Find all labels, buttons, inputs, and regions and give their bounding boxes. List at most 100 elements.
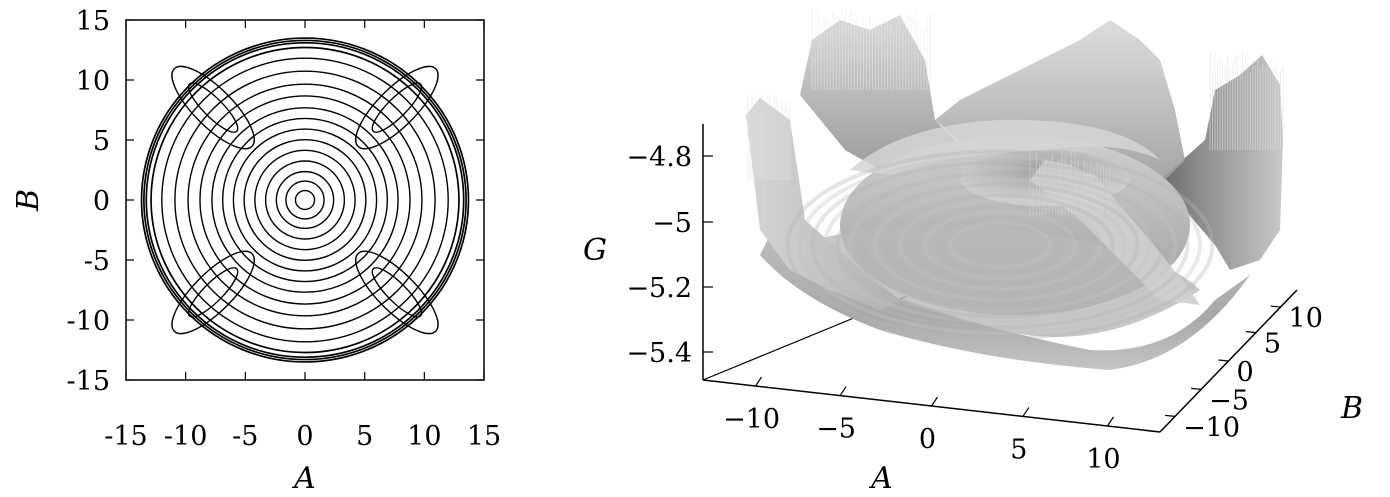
surface-z-axis-label: G — [583, 233, 607, 268]
contour-x-tick-label: -10 — [164, 421, 207, 452]
surface-x-tick-label: −10 — [723, 404, 780, 435]
surface-shading-band — [810, 160, 1190, 330]
surface-shading-band — [935, 215, 1065, 275]
surface-y-tick-mark — [1191, 387, 1202, 390]
contour-y-axis-label: B — [11, 189, 46, 212]
surface-y-tick-label: 5 — [1264, 329, 1281, 360]
contour-ring — [254, 149, 356, 251]
contour-x-tick-label: 10 — [407, 421, 441, 452]
surface-torus-top — [850, 119, 1160, 175]
contour-y-tick-label: 15 — [76, 6, 110, 37]
contour-ring — [275, 170, 335, 230]
surface-y-tick-label: 0 — [1237, 357, 1254, 388]
contour-ring — [221, 117, 389, 283]
surface-shading-band — [923, 210, 1077, 280]
surface-z-ticks: −4.8 −5 −5.2 −5.4 — [626, 142, 713, 369]
surface-x-tick-mark — [931, 396, 938, 407]
surface-x-tick-mark — [839, 386, 847, 396]
surface-x-tick-label: 5 — [1010, 434, 1027, 465]
contour-lobe — [187, 267, 239, 318]
contour-y-tick-label: 0 — [93, 186, 110, 217]
contour-ring — [199, 95, 411, 305]
surface-y-tick-label: −10 — [1183, 412, 1240, 443]
contour-ring — [211, 107, 399, 293]
surface-back-right-wall — [1160, 55, 1283, 270]
surface-x-axis-label: A — [868, 461, 893, 496]
surface-shading-band — [898, 199, 1102, 291]
surface-x-tick-mark — [1022, 407, 1030, 417]
surface-y-tick-mark — [1165, 414, 1176, 417]
surface-shading-band — [860, 182, 1140, 308]
contour-lobe — [355, 250, 439, 335]
contour-ring — [285, 180, 325, 220]
contour-y-ticks: 15 10 5 0 -5 -10 -15 — [67, 6, 484, 397]
surface-spike-texture — [747, 8, 1284, 215]
surface-shading-band — [785, 149, 1215, 341]
surface-y-tick-label: 10 — [1289, 303, 1323, 334]
contour-y-tick-label: -10 — [67, 306, 110, 337]
contour-lobe — [171, 65, 255, 150]
contour-y-tick-label: 5 — [93, 126, 110, 157]
contour-lobes — [171, 65, 439, 335]
contour-ring — [264, 160, 346, 240]
surface-x-tick-label: 0 — [919, 424, 936, 455]
contour-x-tick-label: 15 — [467, 421, 501, 452]
surface-front-basin — [760, 235, 1250, 370]
contour-y-tick-label: -5 — [84, 246, 110, 277]
surface-shading-band — [873, 188, 1127, 302]
surface-front-right-wall — [1030, 160, 1200, 305]
surface-shading-band — [835, 171, 1165, 319]
contour-lobe — [371, 267, 423, 318]
contour-ring — [294, 189, 316, 211]
surface-x-tick-label: 10 — [1086, 444, 1120, 475]
surface-y-ticks: −10−505 10 — [1165, 303, 1323, 443]
surface-x-tick-label: −5 — [816, 414, 856, 445]
surface-z-tick-label: −5 — [652, 208, 692, 239]
surface-shading-band — [848, 177, 1152, 313]
surface-y-tick-mark — [1218, 359, 1229, 362]
surface-shading-band — [823, 166, 1177, 324]
surface-shading-band — [798, 155, 1202, 335]
contour-lobe — [187, 82, 239, 133]
surface-shading-band — [885, 193, 1115, 297]
contour-x-tick-label: -5 — [232, 421, 258, 452]
contour-chart: -15 -10 -5 0 5 10 15 15 10 5 0 -5 -10 -15 A B — [11, 6, 501, 496]
contour-x-tick-label: -15 — [104, 421, 147, 452]
contour-lobe — [355, 65, 439, 150]
contour-rings — [140, 37, 470, 363]
contour-ring — [174, 70, 436, 330]
surface-y-axis-label: B — [1340, 391, 1363, 426]
contour-lobe — [371, 82, 423, 133]
contour-ring — [232, 128, 378, 272]
surface-z-tick-label: −4.8 — [626, 142, 692, 173]
surface-shading-band — [948, 221, 1052, 269]
surface-y-tick-mark — [1270, 305, 1281, 308]
contour-lobe — [171, 250, 255, 335]
contour-y-tick-label: 10 — [76, 66, 110, 97]
contour-ring — [143, 39, 467, 361]
contour-ring — [140, 37, 470, 363]
surface-body — [746, 8, 1284, 370]
surface-shading-bands — [785, 149, 1215, 341]
contour-ring — [150, 46, 460, 354]
contour-ring — [145, 41, 465, 359]
surface-x-ticks: −10 −5 0 5 10 — [723, 376, 1121, 475]
surface-y-tick-label: −5 — [1209, 385, 1249, 416]
surface-shading-band — [910, 204, 1090, 286]
contour-x-axis-label: A — [291, 461, 316, 496]
contour-plot-frame — [125, 19, 485, 381]
surface-x-tick-mark — [1106, 416, 1114, 427]
contour-y-tick-label: -15 — [67, 366, 110, 397]
surface-front-floor — [780, 225, 1200, 337]
contour-ring — [243, 139, 367, 261]
surface-y-tick-mark — [1245, 331, 1256, 334]
contour-x-tick-label: 5 — [356, 421, 373, 452]
contour-ring — [161, 57, 449, 343]
surface-z-tick-label: −5.4 — [626, 338, 692, 369]
contour-x-tick-label: 0 — [296, 421, 313, 452]
contour-x-ticks: -15 -10 -5 0 5 10 15 — [104, 20, 501, 452]
surface-x-tick-mark — [755, 376, 763, 387]
surface-z-tick-label: −5.2 — [626, 273, 692, 304]
